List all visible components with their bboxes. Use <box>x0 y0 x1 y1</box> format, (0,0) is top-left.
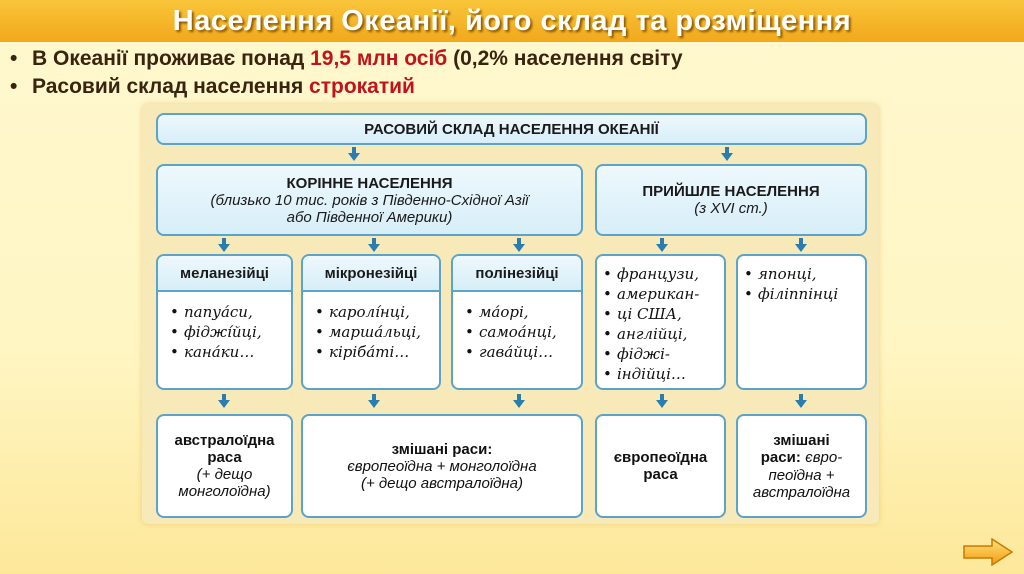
list-item: американ- <box>603 284 718 304</box>
arrived-asians-box: японці, філіппінці <box>736 254 867 390</box>
race-name: змішані <box>773 431 830 449</box>
bullet-race-composition: •Расовий склад населення строкатий <box>10 75 415 98</box>
list-item: індійці… <box>603 364 718 384</box>
people-list: папуа́си, фіджі́йці, кана́ки… <box>170 302 285 362</box>
list-item: папуа́си, <box>170 302 285 322</box>
list-item: фіджі́йці, <box>170 322 285 342</box>
bullet-population: •В Океанії проживає понад 19,5 млн осіб … <box>10 47 683 70</box>
people-list: французи, американ- ці США, англійці, фі… <box>603 264 718 384</box>
arrow-down-icon <box>513 394 525 408</box>
arrow-down-icon <box>656 238 668 252</box>
arrow-down-icon <box>348 147 360 161</box>
list-item: кірiба́ті… <box>315 342 433 362</box>
slide-title: Населення Океанії, його склад та розміще… <box>172 4 852 37</box>
list-item: французи, <box>603 264 718 284</box>
race-note: євро- <box>805 448 843 466</box>
arrow-down-icon <box>795 394 807 408</box>
arrow-down-icon <box>513 238 525 252</box>
list-item: ці США, <box>603 304 718 324</box>
bullet-text: В Океанії проживає понад <box>32 47 311 70</box>
race-note-2: пеоїдна + <box>768 466 835 484</box>
native-population-origin-2: або Південної Америки) <box>286 208 453 226</box>
race-note-2: (+ дещо австралоїдна) <box>360 474 524 492</box>
race-name: австралоїдна <box>174 432 275 449</box>
highlight-text: строкатий <box>309 75 415 98</box>
people-list: каролі́нці, марша́льці, кірiба́ті… <box>315 302 433 362</box>
list-item: кана́ки… <box>170 342 285 362</box>
arrow-down-icon <box>218 238 230 252</box>
list-item: ма́орі, <box>465 302 575 322</box>
arrow-down-icon <box>795 238 807 252</box>
arrow-down-icon <box>656 394 668 408</box>
arrived-europeans-box: французи, американ- ці США, англійці, фі… <box>595 254 726 390</box>
native-population-box: КОРІННЕ НАСЕЛЕННЯ (близько 10 тис. років… <box>156 164 583 236</box>
native-population-title: КОРІННЕ НАСЕЛЕННЯ <box>286 174 453 192</box>
diagram-root-box: РАСОВИЙ СКЛАД НАСЕЛЕННЯ ОКЕАНІЇ <box>156 113 867 145</box>
group-melanesians-box: меланезійці папуа́си, фіджі́йці, кана́ки… <box>156 254 293 390</box>
arrived-population-period: (з XVI ст.) <box>694 200 768 217</box>
race-note: (+ дещо <box>196 466 253 483</box>
race-note: європеоїдна + монголоїдна <box>347 457 537 475</box>
list-item: філіппінці <box>744 284 859 304</box>
race-name-line: раси: євро- <box>761 449 842 467</box>
group-micronesians-box: мікронезійці каролі́нці, марша́льці, кір… <box>301 254 441 390</box>
race-europeoid-box: європеоїдна раса <box>595 414 726 518</box>
group-micronesians-label: мікронезійці <box>303 256 439 292</box>
race-australoid-box: австралоїдна раса (+ дещо монголоїдна) <box>156 414 293 518</box>
arrow-down-icon <box>218 394 230 408</box>
list-item: самоа́нці, <box>465 322 575 342</box>
race-mixed-oceania-box: змішані раси: європеоїдна + монголоїдна … <box>301 414 583 518</box>
highlight-text: 19,5 млн осіб <box>310 47 448 70</box>
diagram-root-title: РАСОВИЙ СКЛАД НАСЕЛЕННЯ ОКЕАНІЇ <box>364 120 659 138</box>
arrived-population-box: ПРИЙШЛЕ НАСЕЛЕННЯ (з XVI ст.) <box>595 164 867 236</box>
arrow-down-icon <box>368 238 380 252</box>
list-item: каролі́нці, <box>315 302 433 322</box>
race-mixed-arrived-box: змішані раси: євро- пеоїдна + австралоїд… <box>736 414 867 518</box>
arrived-population-title: ПРИЙШЛЕ НАСЕЛЕННЯ <box>642 183 820 200</box>
list-item: гава́йці… <box>465 342 575 362</box>
arrow-right-icon[interactable] <box>962 538 1014 566</box>
race-note-3: австралоїдна <box>752 483 851 501</box>
group-polynesians-label: полінезійці <box>453 256 581 292</box>
people-list: ма́орі, самоа́нці, гава́йці… <box>465 302 575 362</box>
list-item: марша́льці, <box>315 322 433 342</box>
arrow-down-icon <box>368 394 380 408</box>
title-bar: Населення Океанії, його склад та розміще… <box>0 0 1024 42</box>
arrow-down-icon <box>721 147 733 161</box>
race-name: європеоїдна <box>613 449 708 466</box>
list-item: англійці, <box>603 324 718 344</box>
race-note-2: монголоїдна) <box>178 483 271 500</box>
race-name-2: раса <box>643 466 678 483</box>
bullet-list: •В Океанії проживає понад 19,5 млн осіб … <box>10 45 683 101</box>
race-name-2: раса <box>207 449 242 466</box>
native-population-origin: (близько 10 тис. років з Південно-Східно… <box>210 191 529 209</box>
race-diagram: РАСОВИЙ СКЛАД НАСЕЛЕННЯ ОКЕАНІЇ КОРІННЕ … <box>142 104 879 524</box>
list-item: японці, <box>744 264 859 284</box>
people-list: японці, філіппінці <box>744 264 859 304</box>
bullet-text-tail: (0,2% населення світу <box>447 47 683 70</box>
race-name-2: раси: <box>760 448 801 466</box>
group-melanesians-label: меланезійці <box>158 256 291 292</box>
list-item: фіджі- <box>603 344 718 364</box>
bullet-text: Расовий склад населення <box>32 75 310 98</box>
group-polynesians-box: полінезійці ма́орі, самоа́нці, гава́йці… <box>451 254 583 390</box>
race-name: змішані раси: <box>391 440 493 458</box>
